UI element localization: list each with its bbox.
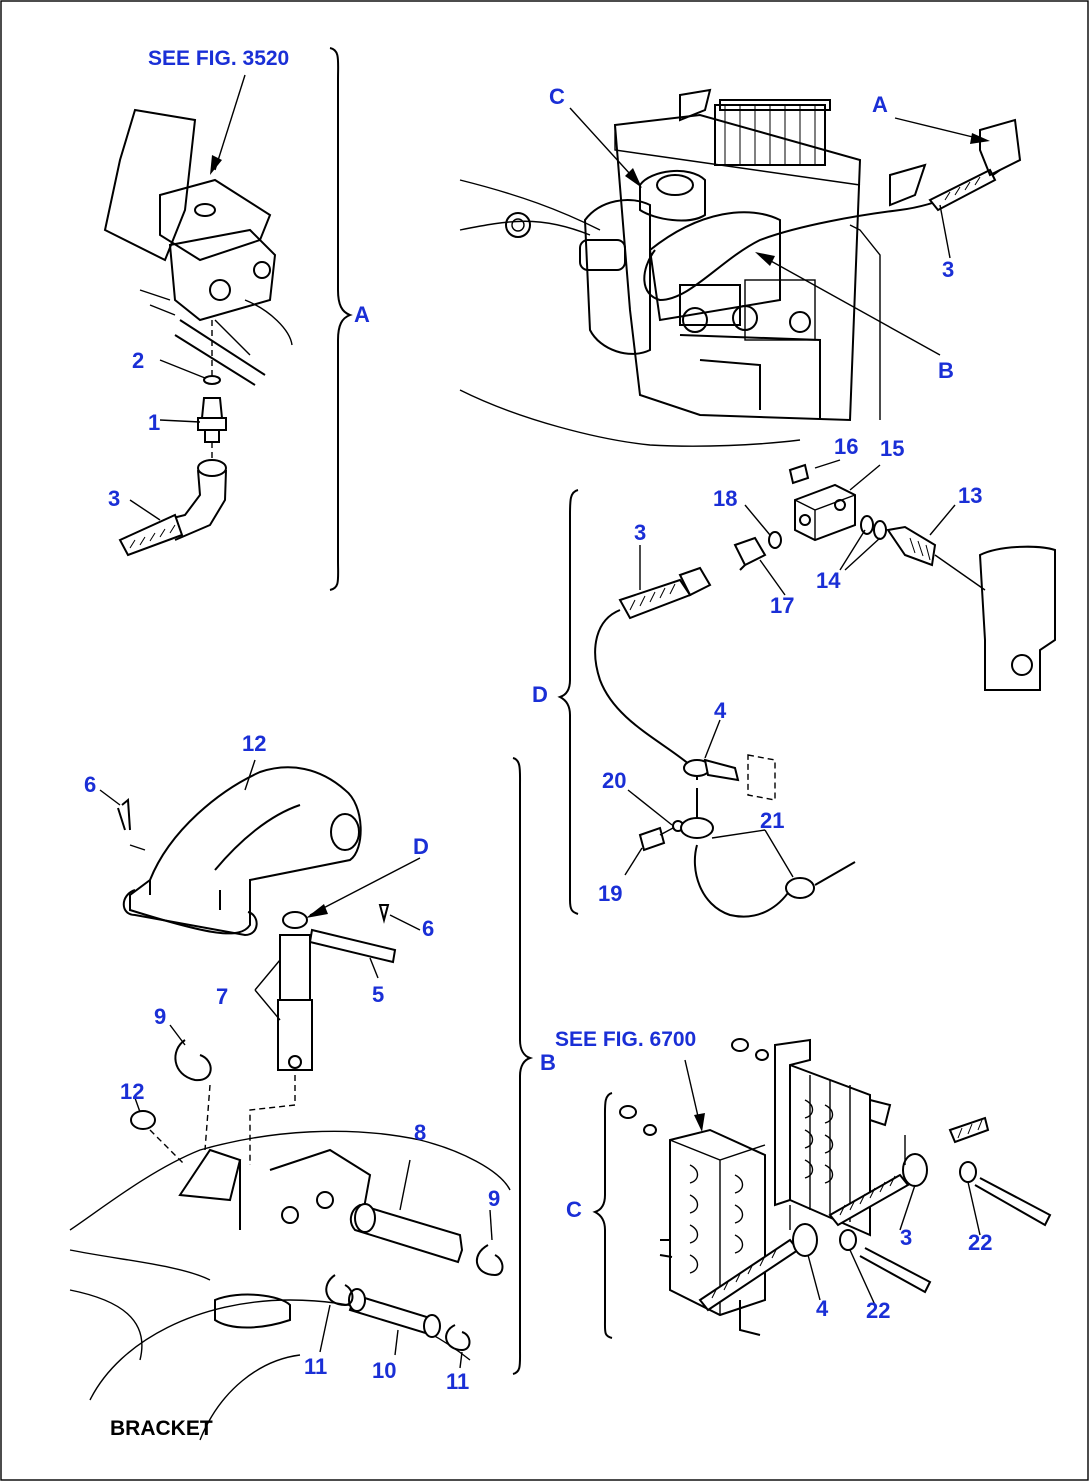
- view-b-drawing: [69, 759, 511, 1441]
- callout-c-4: 4: [816, 1296, 829, 1321]
- brace-a: [329, 47, 353, 591]
- view-letter-a: A: [354, 302, 370, 327]
- callout-b-12a: 12: [242, 731, 266, 756]
- callout-d-17: 17: [770, 593, 794, 618]
- callout-b-9a: 9: [154, 1004, 166, 1029]
- callout-top-c: C: [549, 84, 565, 109]
- callout-b-12b: 12: [120, 1079, 144, 1104]
- callout-b-6b: 6: [422, 916, 434, 941]
- callout-b-11b: 11: [446, 1369, 469, 1394]
- callout-b-10: 10: [372, 1358, 396, 1383]
- callout-c-3: 3: [900, 1225, 912, 1250]
- view-letter-b: B: [540, 1050, 556, 1075]
- view-c-drawing: [619, 1038, 1052, 1336]
- callout-d-16: 16: [834, 434, 858, 459]
- callout-b-8: 8: [414, 1120, 426, 1145]
- callout-d-18: 18: [713, 486, 737, 511]
- overview-drawing: [459, 88, 1022, 447]
- view-letter-d: D: [532, 682, 548, 707]
- callout-c-22b: 22: [866, 1298, 890, 1323]
- brace-c: [592, 1092, 613, 1339]
- bracket-caption: BRACKET: [110, 1417, 213, 1440]
- brace-d: [557, 489, 579, 915]
- callout-b-7: 7: [216, 984, 228, 1009]
- callout-d-15: 15: [880, 436, 904, 461]
- view-a-drawing: [103, 74, 293, 557]
- brace-b: [512, 757, 534, 1375]
- callout-top-b: B: [938, 358, 954, 383]
- callout-top-3: 3: [942, 257, 954, 282]
- view-d-drawing: [594, 459, 1056, 918]
- callout-d-4: 4: [714, 698, 727, 723]
- see-fig-6700-label: SEE FIG. 6700: [555, 1028, 696, 1051]
- callout-d-13: 13: [958, 483, 982, 508]
- callout-d-3: 3: [634, 520, 646, 545]
- callout-b-6a: 6: [84, 772, 96, 797]
- callout-c-22a: 22: [968, 1230, 992, 1255]
- callout-a-2: 2: [132, 348, 144, 373]
- callout-b-9b: 9: [488, 1186, 500, 1211]
- see-fig-3520-label: SEE FIG. 3520: [148, 47, 289, 70]
- callout-b-d: D: [413, 834, 429, 859]
- callout-a-3: 3: [108, 486, 120, 511]
- callout-b-11a: 11: [304, 1354, 327, 1379]
- callout-d-14: 14: [816, 568, 841, 593]
- callout-a-1: 1: [148, 410, 160, 435]
- callout-b-5: 5: [372, 982, 384, 1007]
- view-letter-c: C: [566, 1197, 582, 1222]
- callout-d-21: 21: [760, 808, 784, 833]
- callout-d-19: 19: [598, 881, 622, 906]
- callout-d-20: 20: [602, 768, 626, 793]
- callout-top-a: A: [872, 92, 888, 117]
